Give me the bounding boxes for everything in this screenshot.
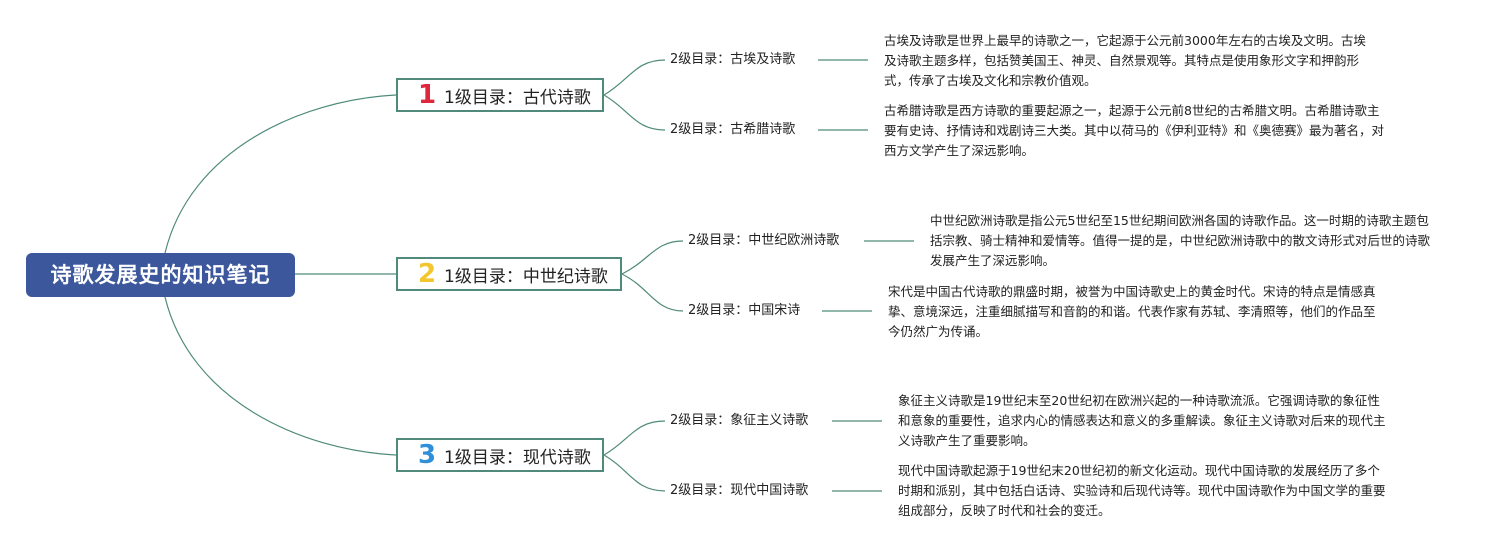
connector-root-branch1 xyxy=(164,94,397,254)
number-3-icon: 3 xyxy=(417,440,437,470)
connector-b1-c1 xyxy=(603,59,666,96)
note-song-poetry: 宋代是中国古代诗歌的鼎盛时期，被誉为中国诗歌史上的黄金时代。宋诗的特点是情感真挚… xyxy=(888,284,1376,339)
level2-topic-ancient-greece[interactable]: 2级目录：古希腊诗歌 xyxy=(670,122,796,137)
level1-topic-modern[interactable]: 3 1级目录：现代诗歌 xyxy=(396,438,604,472)
level1-topic-medieval[interactable]: 2 1级目录：中世纪诗歌 xyxy=(396,257,622,291)
connector-b2-c2 xyxy=(621,273,684,312)
level1-topic-ancient[interactable]: 1 1级目录：古代诗歌 xyxy=(396,78,604,112)
connector-b2-c1 xyxy=(621,240,684,275)
note-medieval-europe: 中世纪欧洲诗歌是指公元5世纪至15世纪期间欧洲各国的诗歌作品。这一时期的诗歌主题… xyxy=(930,213,1431,268)
note-modern-chinese: 现代中国诗歌起源于19世纪末20世纪初的新文化运动。现代中国诗歌的发展经历了多个… xyxy=(898,463,1386,518)
level2-topic-symbolism[interactable]: 2级目录：象征主义诗歌 xyxy=(670,413,809,428)
level2-topic-modern-chinese[interactable]: 2级目录：现代中国诗歌 xyxy=(670,483,809,498)
note-ancient-egypt: 古埃及诗歌是世界上最早的诗歌之一，它起源于公元前3000年左右的古埃及文明。古埃… xyxy=(884,33,1366,88)
level1-label: 1级目录：中世纪诗歌 xyxy=(444,266,608,287)
connector-root-branch3 xyxy=(164,296,397,456)
root-topic[interactable]: 诗歌发展史的知识笔记 xyxy=(26,253,295,297)
connector-b3-c1 xyxy=(603,420,666,456)
connector-b1-c2 xyxy=(603,94,666,131)
connector-b3-c2 xyxy=(603,454,666,492)
note-ancient-greece: 古希腊诗歌是西方诗歌的重要起源之一，起源于公元前8世纪的古希腊文明。古希腊诗歌主… xyxy=(884,103,1385,158)
level1-label: 1级目录：现代诗歌 xyxy=(444,447,591,468)
number-1-icon: 1 xyxy=(417,80,437,110)
level1-label: 1级目录：古代诗歌 xyxy=(444,87,591,108)
level2-topic-song-poetry[interactable]: 2级目录：中国宋诗 xyxy=(688,303,801,318)
level2-topic-medieval-europe[interactable]: 2级目录：中世纪欧洲诗歌 xyxy=(688,233,840,248)
number-2-icon: 2 xyxy=(417,259,437,289)
note-symbolism: 象征主义诗歌是19世纪末至20世纪初在欧洲兴起的一种诗歌流派。它强调诗歌的象征性… xyxy=(898,393,1386,448)
level2-topic-ancient-egypt[interactable]: 2级目录：古埃及诗歌 xyxy=(670,52,796,67)
